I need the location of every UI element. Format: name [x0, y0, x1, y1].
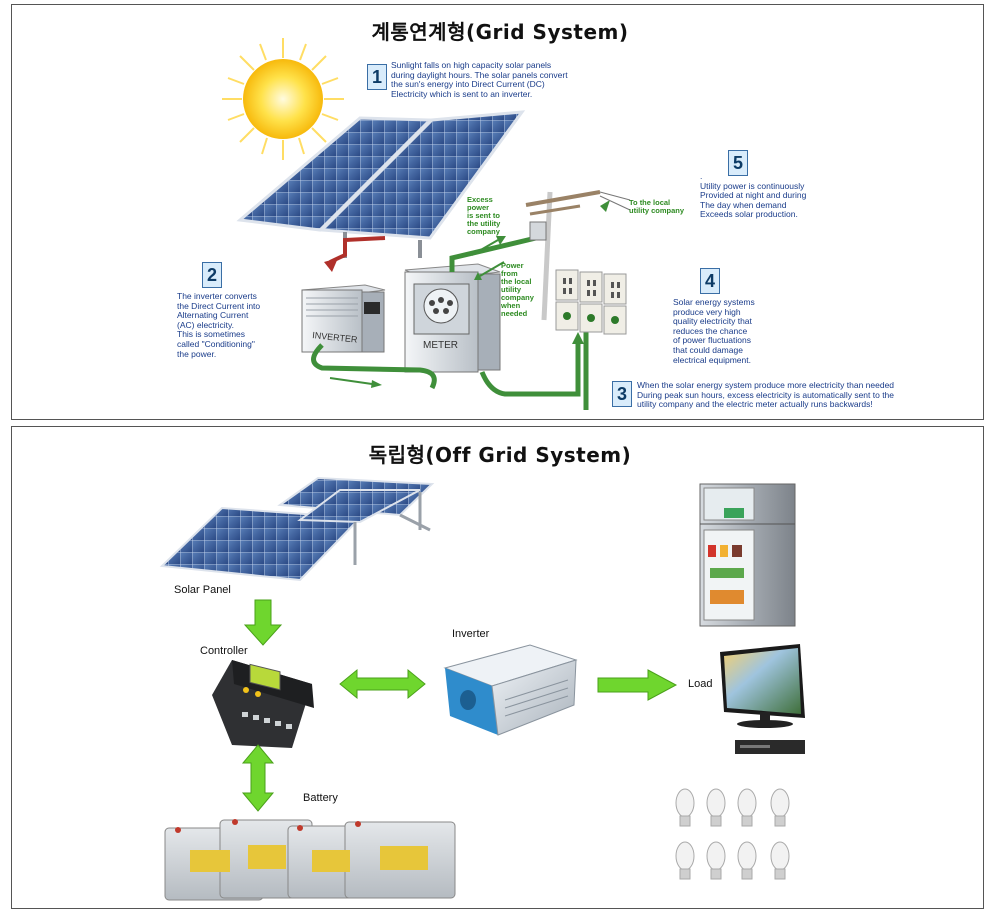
wall-outlets — [555, 269, 627, 335]
controller-label: Controller — [200, 645, 248, 657]
offgrid-solar-panels — [159, 476, 435, 582]
step-1-text: Sunlight falls on high capacity solar pa… — [391, 60, 568, 99]
charge-controller — [212, 660, 314, 748]
step-1-badge: 1 — [367, 64, 387, 90]
step-3-badge: 3 — [612, 381, 632, 407]
refrigerator — [699, 483, 796, 627]
step-5-badge: 5 — [728, 150, 748, 176]
grid-system-title: 계통연계형(Grid System) — [371, 20, 629, 44]
step-2-badge: 2 — [202, 262, 222, 288]
step-3-text: When the solar energy system produce mor… — [637, 380, 895, 410]
sun-icon — [222, 38, 344, 160]
arrow-controller-inverter — [339, 668, 426, 700]
inverter-device-label: INVERTER — [312, 330, 359, 345]
utility-pole — [525, 190, 631, 321]
meter-box — [404, 263, 501, 373]
step-4-badge: 4 — [700, 268, 720, 294]
light-bulbs — [675, 788, 790, 880]
battery-label: Battery — [303, 792, 338, 804]
inverter-label: Inverter — [452, 628, 490, 640]
meter-device-label: METER — [423, 340, 458, 351]
arrow-inverter-to-load — [597, 669, 678, 701]
load-label: Load — [688, 678, 713, 690]
flow-arrows — [241, 599, 678, 812]
television — [720, 644, 805, 754]
arrow-panel-to-controller — [243, 599, 283, 646]
step-5-text: .Utility power is continuously Provided … — [700, 171, 807, 220]
offgrid-inverter — [443, 644, 578, 736]
offgrid-system-title: 독립형(Off Grid System) — [368, 443, 632, 467]
inverter-box — [301, 284, 386, 353]
grid-solar-panels — [236, 110, 526, 258]
battery-bank — [164, 819, 456, 901]
solar-panel-label: Solar Panel — [174, 584, 231, 596]
arrow-controller-battery — [241, 744, 275, 812]
